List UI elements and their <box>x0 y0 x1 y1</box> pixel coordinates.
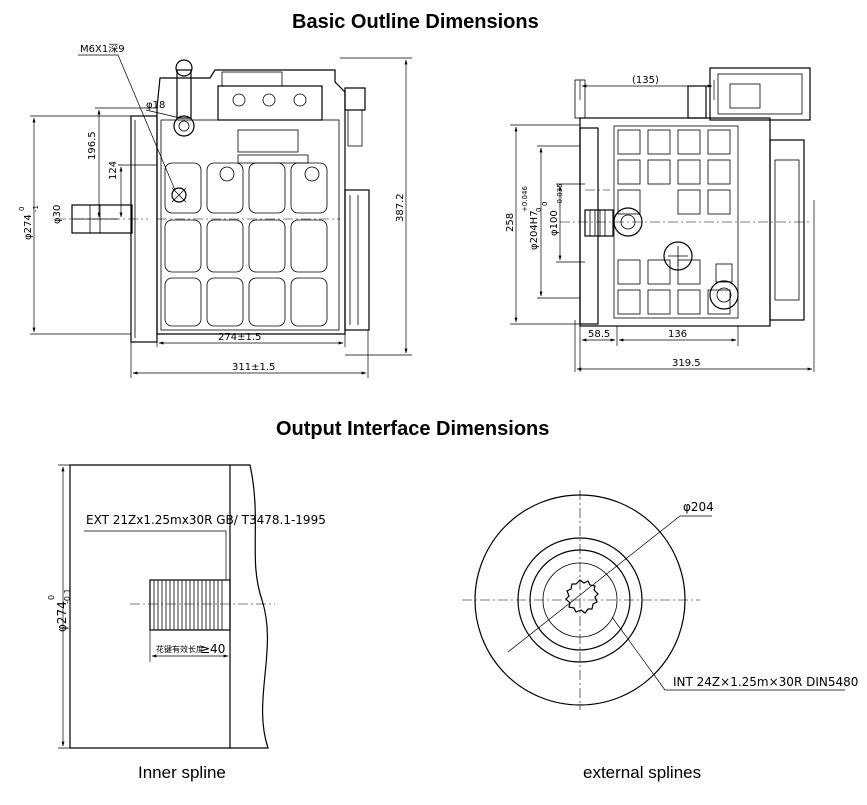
front-view-drawing <box>56 54 370 343</box>
shaft-dia-label: φ30 <box>52 205 63 224</box>
side-view-drawing <box>560 67 811 327</box>
inner-flange-dia: φ274 <box>55 601 69 632</box>
basic-outline-heading: Basic Outline Dimensions <box>292 11 539 33</box>
external-spline-spec: INT 24Z×1.25m×30R DIN5480 <box>673 675 858 689</box>
external-splines-caption: external splines <box>583 763 702 782</box>
hole-dia-label: φ18 <box>146 100 165 111</box>
pilot-dia-label: φ100 <box>549 210 560 236</box>
dim-387-label: 387.2 <box>395 193 406 222</box>
dim-136-label: 136 <box>668 329 687 340</box>
pilot-tol-lower: -0.035 <box>556 183 564 206</box>
dim-196-5-label: 196.5 <box>87 131 98 160</box>
side-view-dimensions: (135) 258 φ204H7 +0.046 0 φ100 0 -0.035 … <box>505 75 815 372</box>
dim-135-label: (135) <box>632 75 659 86</box>
flange-dia-label: φ274 <box>23 214 34 240</box>
inner-flange-tol-upper: 0 <box>47 595 56 600</box>
dim-274-label: 274±1.5 <box>218 332 261 343</box>
external-outer-dia: φ204 <box>683 500 714 514</box>
dim-258-label: 258 <box>505 213 516 232</box>
dim-124-label: 124 <box>108 161 119 180</box>
spline-length-value: ≥40 <box>200 642 225 656</box>
flange-tol-upper: 0 <box>18 207 26 211</box>
inner-spline-caption: Inner spline <box>138 763 226 782</box>
bore-tol-lower: 0 <box>535 208 543 212</box>
bore-tol-upper: +0.046 <box>521 186 529 212</box>
external-spline-drawing: φ204 INT 24Z×1.25m×30R DIN5480 <box>462 490 858 710</box>
inner-spline-drawing: EXT 21Zx1.25mx30R GB/ T3478.1-1995 花键有效长… <box>47 464 326 749</box>
spline-length-note: 花键有效长度 <box>156 644 204 654</box>
dim-311-label: 311±1.5 <box>232 362 275 373</box>
inner-spline-spec: EXT 21Zx1.25mx30R GB/ T3478.1-1995 <box>86 513 326 527</box>
front-view-dimensions: M6X1深9 φ18 φ30 196.5 124 φ274 0 -1 274±1… <box>18 43 412 378</box>
flange-tol-lower: -1 <box>32 205 40 212</box>
dim-58-5-label: 58.5 <box>588 329 610 340</box>
output-interface-heading: Output Interface Dimensions <box>276 418 550 440</box>
thread-label: M6X1深9 <box>80 43 125 55</box>
dim-319-5-label: 319.5 <box>672 358 701 369</box>
pilot-tol-upper: 0 <box>541 202 549 206</box>
bore-dia-label: φ204H7 <box>529 210 540 250</box>
inner-flange-tol-lower: -0.1 <box>63 588 72 604</box>
